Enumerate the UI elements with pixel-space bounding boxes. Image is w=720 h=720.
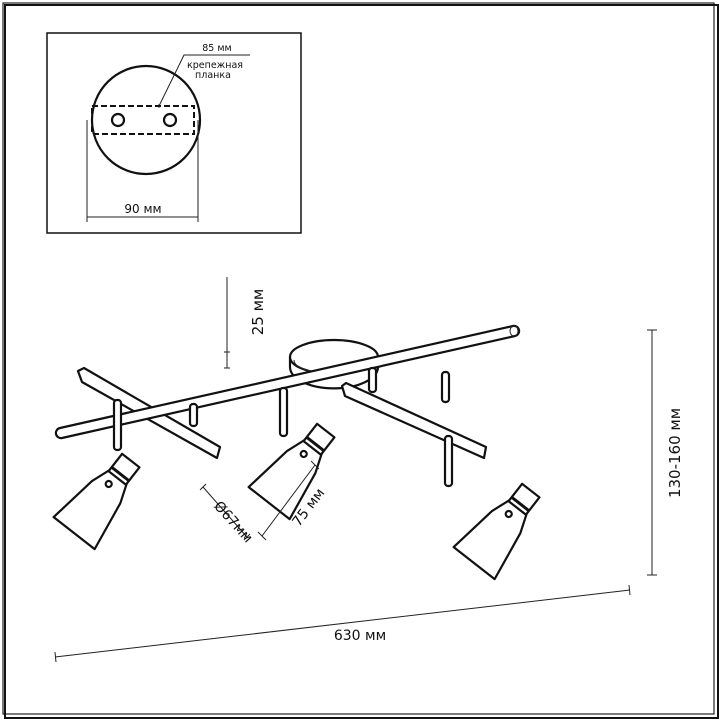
mounting-plate-outline [91,105,195,135]
spot-shade-right [452,482,541,581]
canopy-top-view [90,64,202,176]
page-frame-outer [4,4,719,719]
plate-leader-line [158,54,250,107]
canopy-diameter-label: 90 мм [124,202,161,216]
mounting-plate-inset [46,32,302,234]
dimension-lines [54,277,657,663]
length-dimension [54,589,631,658]
screw-hole-left [110,112,126,128]
plate-length-label: 85 мм [202,43,231,54]
crossbar-right [340,381,488,460]
lamp-drawing [52,324,541,581]
total-height-label: 130-160 мм [666,408,684,498]
spot-shade-center [247,422,336,521]
spot-shade-left [52,452,141,551]
plate-caption-line1: крепежная [187,60,243,71]
screw-hole-right [162,112,178,128]
plate-caption-line2: планка [195,70,231,81]
shade-length-dimension [261,464,316,537]
total-length-label: 630 мм [334,628,386,644]
canopy-height-label: 25 мм [249,289,267,336]
shade-diameter-dimension [202,486,248,538]
shade-diameter-label: Ø67мм [210,498,255,546]
